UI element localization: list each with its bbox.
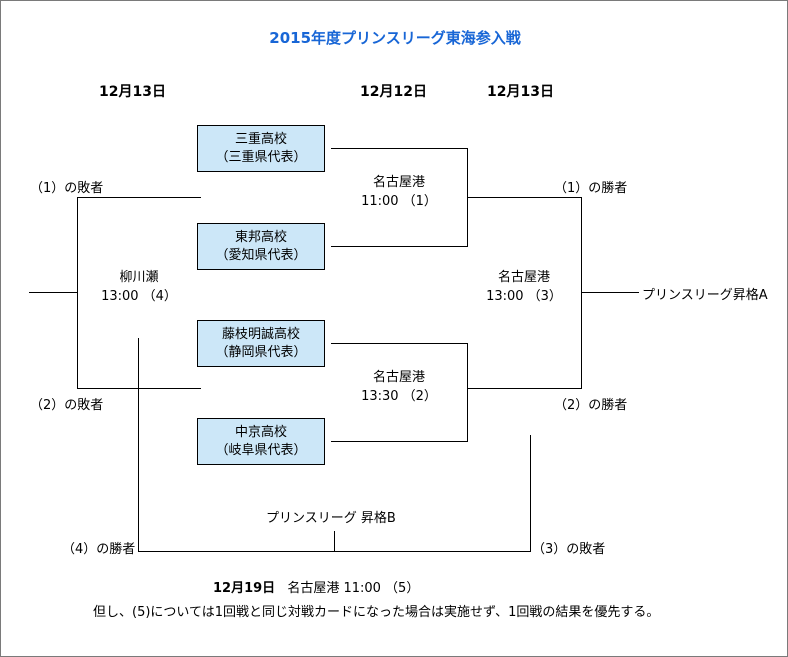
match-time-4: 13:00 （4）: [101, 289, 177, 304]
feeder-winner-1: （1）の勝者: [554, 181, 628, 196]
team-rep-3: （静岡県代表）: [215, 344, 307, 360]
line-match4-join: [77, 197, 78, 389]
outcome-promotion-b: プリンスリーグ 昇格B: [266, 511, 396, 526]
team-box-4[interactable]: 中京高校 （岐阜県代表）: [197, 418, 325, 465]
line-loser2-to-match4: [77, 388, 201, 389]
feeder-loser-2: （2）の敗者: [30, 398, 104, 413]
outcome-promotion-a: プリンスリーグ昇格A: [642, 288, 768, 303]
line-winner4-feed: [138, 338, 139, 552]
match-venue-1: 名古屋港: [372, 175, 425, 190]
line-promotion-a: [583, 292, 639, 293]
match-label-3: 名古屋港 13:00 （3）: [468, 268, 580, 306]
team-box-2[interactable]: 東邦高校 （愛知県代表）: [197, 223, 325, 270]
final-match-detail: 名古屋港 11:00 （5）: [287, 581, 420, 596]
date-header-middle: 12月12日: [360, 84, 427, 100]
team-box-1[interactable]: 三重高校 （三重県代表）: [197, 125, 325, 172]
team-rep-1: （三重県代表）: [215, 149, 307, 165]
match-venue-4: 柳川瀬: [119, 270, 159, 285]
team-name-1: 三重高校: [234, 131, 287, 147]
feeder-loser-3: （3）の敗者: [532, 542, 606, 557]
team-name-4: 中京高校: [234, 424, 287, 440]
match-venue-3: 名古屋港: [497, 270, 550, 285]
feeder-loser-1: （1）の敗者: [30, 181, 104, 196]
line-match4-out: [29, 292, 78, 293]
team-box-3[interactable]: 藤枝明誠高校 （静岡県代表）: [197, 320, 325, 367]
page-title: 2015年度プリンスリーグ東海参入戦: [269, 29, 521, 47]
line-team4-to-match2: [331, 441, 468, 442]
final-match-line: 12月19日 名古屋港 11:00 （5）: [213, 577, 419, 596]
match-venue-2: 名古屋港: [372, 370, 425, 385]
date-header-right: 12月13日: [487, 84, 554, 100]
team-rep-4: （岐阜県代表）: [215, 442, 307, 458]
date-header-left: 12月13日: [99, 84, 166, 100]
line-match5-out: [334, 531, 335, 552]
line-match3-join: [581, 197, 582, 389]
line-match1-out: [467, 197, 581, 198]
team-name-3: 藤枝明誠高校: [221, 326, 300, 342]
team-rep-2: （愛知県代表）: [215, 247, 307, 263]
line-loser1-to-match4: [77, 197, 201, 198]
match-time-2: 13:30 （2）: [361, 389, 437, 404]
line-team1-to-match1: [331, 148, 468, 149]
line-team2-to-match1: [331, 246, 468, 247]
match-time-1: 11:00 （1）: [361, 194, 437, 209]
feeder-winner-2: （2）の勝者: [554, 398, 628, 413]
final-match-date: 12月19日: [213, 581, 276, 596]
match-time-3: 13:00 （3）: [486, 289, 562, 304]
match-label-2: 名古屋港 13:30 （2）: [339, 368, 459, 406]
match-label-1: 名古屋港 11:00 （1）: [339, 173, 459, 211]
line-match2-join: [467, 343, 468, 442]
line-team3-to-match2: [331, 343, 468, 344]
feeder-winner-4: （4）の勝者: [62, 542, 136, 557]
team-name-2: 東邦高校: [234, 229, 287, 245]
footer-note: 但し、(5)については1回戦と同じ対戦カードになった場合は実施せず、1回戦の結果…: [93, 605, 660, 620]
line-loser3-feed: [530, 435, 531, 552]
match-label-4: 柳川瀬 13:00 （4）: [79, 268, 199, 306]
line-match2-out: [467, 388, 581, 389]
